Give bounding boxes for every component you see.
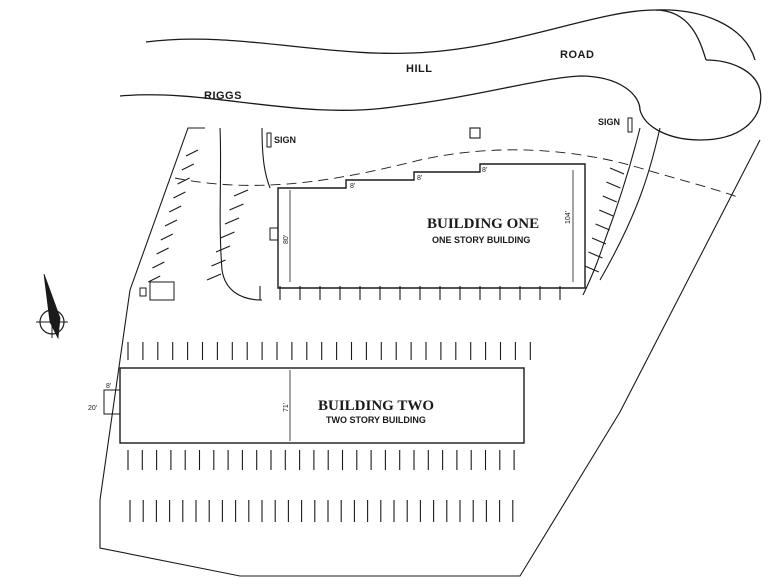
building-two-dim-depth: 71' — [283, 403, 290, 412]
parking-stall-line — [609, 167, 625, 175]
building-one-dim-step-c: 8' — [482, 167, 487, 174]
parking-stall-line — [215, 245, 231, 253]
parking-stall-line — [181, 163, 195, 171]
parking-stall-line — [233, 189, 249, 197]
parking-stall-line — [177, 177, 190, 185]
sign-post-right — [627, 117, 633, 133]
road-label-riggs: RIGGS — [204, 90, 242, 102]
riggs-hill-road — [119, 9, 762, 141]
driveways — [219, 127, 661, 301]
building-one-dim-left: 80' — [283, 235, 290, 244]
parking-stall-line — [206, 273, 222, 281]
parking-stall-line — [164, 219, 178, 227]
parking-stall-line — [591, 237, 607, 245]
parking-stall-line — [168, 205, 182, 213]
site-marker — [469, 127, 481, 139]
parking-stall-line — [606, 181, 621, 189]
parking-stall-line — [224, 217, 240, 225]
building-two-outline — [103, 367, 525, 444]
parking-stall-line — [602, 195, 618, 203]
building-one-outline — [269, 163, 586, 289]
parking-stall-line — [160, 233, 174, 241]
building-two-title: BUILDING TWO — [318, 398, 434, 414]
parking-stall-line — [588, 251, 603, 259]
parking-stall-line — [584, 265, 600, 273]
parking-stall-line — [220, 231, 235, 239]
parking-stall-line — [595, 223, 610, 231]
building-two-dim-annex-w: 8' — [106, 383, 111, 390]
building-two-dim-annex-h: 20' — [88, 405, 97, 412]
sign-label-right: SIGN — [598, 117, 620, 127]
parking-stall-line — [147, 275, 161, 283]
road-label-hill: HILL — [406, 63, 432, 75]
building-one-dim-step-b: 8' — [417, 175, 422, 182]
north-arrow-icon — [36, 273, 68, 340]
parking-stall-line — [598, 209, 614, 217]
building-two-subtitle: TWO STORY BUILDING — [326, 415, 426, 425]
sign-label-left: SIGN — [274, 135, 296, 145]
parking-stall-line — [152, 261, 165, 269]
property-boundary — [99, 127, 761, 577]
parking-stalls — [127, 149, 625, 522]
building-one-dim-right: 104' — [565, 211, 572, 224]
dumpster-pad — [149, 281, 175, 301]
sign-post-left — [266, 132, 272, 148]
setback-line — [174, 149, 741, 199]
building-one-subtitle: ONE STORY BUILDING — [432, 235, 530, 245]
road-label-road: ROAD — [560, 49, 594, 61]
parking-stall-line — [156, 247, 169, 255]
parking-stall-line — [185, 149, 199, 157]
building-one-dim-step-a: 8' — [350, 183, 355, 190]
parking-stall-line — [211, 259, 226, 267]
parking-stall-line — [173, 191, 186, 199]
utility-box — [139, 287, 147, 297]
building-one-title: BUILDING ONE — [427, 216, 539, 232]
parking-stall-line — [229, 203, 244, 211]
